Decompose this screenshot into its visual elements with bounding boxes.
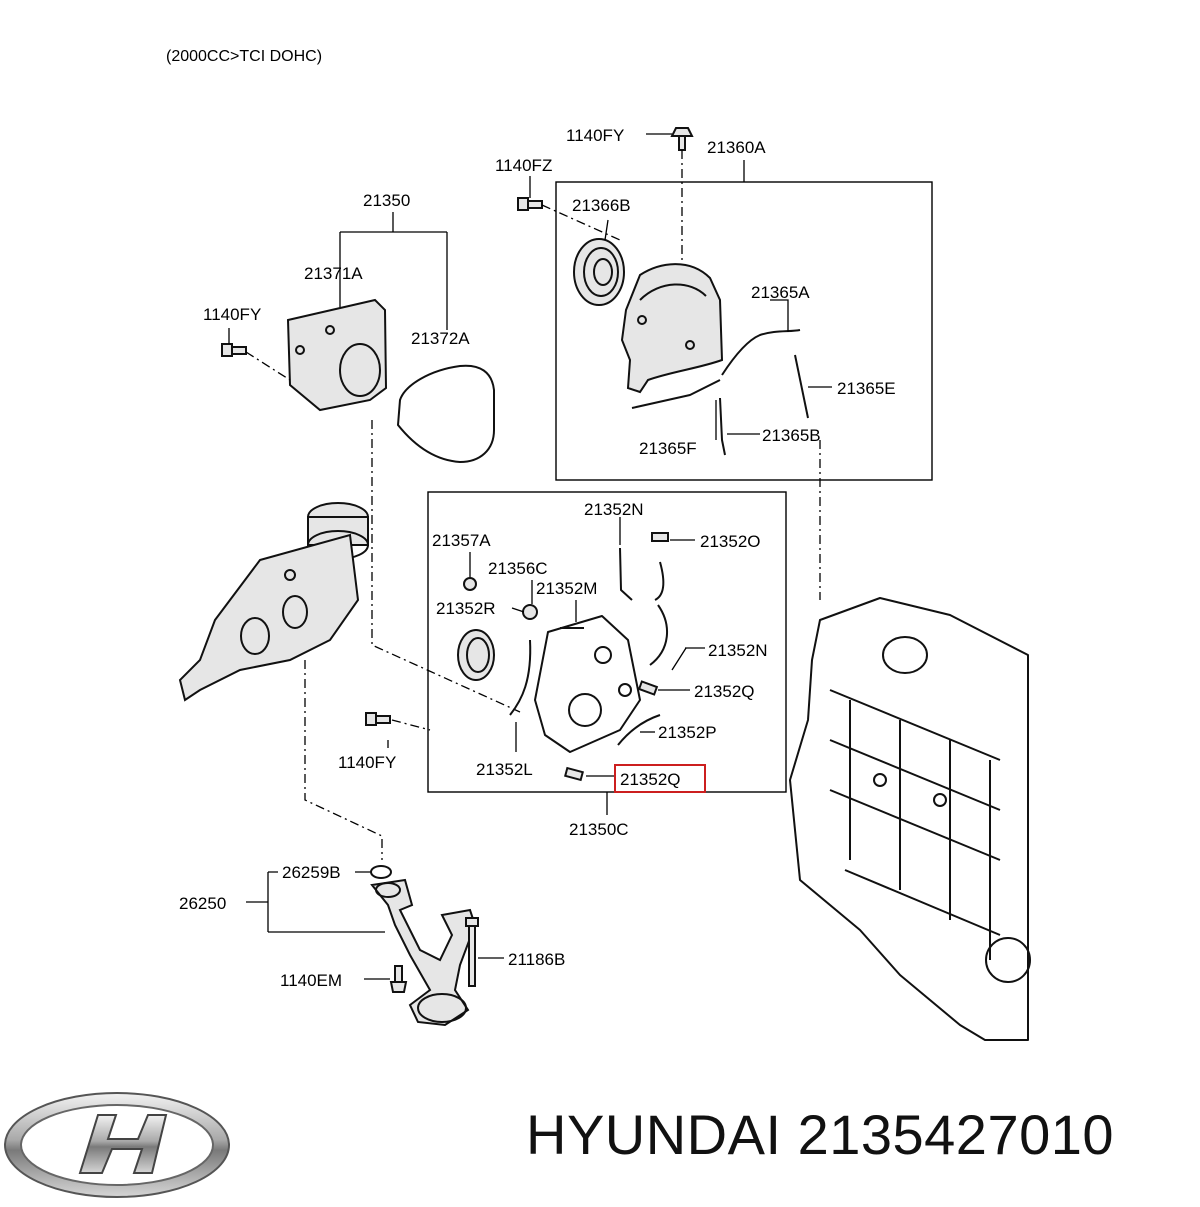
label-21186b: 21186B (508, 950, 565, 969)
bolt-1140fy-top (670, 127, 694, 151)
label-21365f: 21365F (639, 439, 697, 458)
label-21352l: 21352L (476, 760, 533, 779)
brand-caption: HYUNDAI 2135427010 (526, 1103, 1115, 1166)
label-21357a: 21357A (432, 531, 491, 550)
bolt-1140fy-bottom (365, 712, 391, 726)
oil-pickup-group: 26259B 26250 21186B 1140EM (179, 863, 565, 1027)
gasket-kit-group: 21350C 21352N 21352O 21357A 21356C 21352… (427, 491, 787, 839)
o-ring-26259b (370, 865, 392, 879)
gasket-21365f (631, 379, 721, 409)
gasket-21352n-mid (649, 604, 669, 666)
label-1140fy-bottom: 1140FY (338, 753, 396, 772)
gasket-21352q-bottom (564, 766, 584, 782)
gasket-21365e (794, 354, 809, 419)
label-21352r: 21352R (436, 599, 496, 618)
label-21352n-top: 21352N (584, 500, 644, 519)
label-21372a: 21372A (411, 329, 470, 348)
highlight-frame (614, 764, 706, 793)
engine-note: (2000CC>TCI DOHC) (166, 48, 322, 65)
label-21356c: 21356C (488, 559, 548, 578)
label-1140fy-top: 1140FY (566, 126, 624, 145)
gasket-21352o (651, 532, 669, 542)
bolt-1140fz (517, 197, 543, 211)
gasket-21365b (719, 397, 726, 456)
bushing-21356c (522, 604, 538, 620)
gasket-21352q-mid (637, 680, 659, 696)
oil-strainer-26250 (370, 878, 477, 1027)
gasket-21352p (617, 714, 661, 746)
bolt-1140fy-left (221, 343, 247, 357)
gasket-21352n-top (619, 547, 633, 601)
label-21352o: 21352O (700, 532, 761, 551)
label-21365a: 21365A (751, 283, 810, 302)
bolt-21186b (465, 917, 479, 987)
lower-cover-group: 21350 21371A 21372A 1140FY (203, 191, 521, 713)
engine-block (789, 597, 1031, 1041)
label-26250: 26250 (179, 894, 226, 913)
label-21366b: 21366B (572, 196, 631, 215)
hyundai-logo-icon (4, 1092, 230, 1198)
front-cover-gasket (534, 615, 641, 753)
bolt-1140em (389, 965, 408, 993)
timing-cover-21371a (286, 298, 388, 412)
label-21352p: 21352P (658, 723, 717, 742)
label-21352q-mid: 21352Q (694, 682, 755, 701)
gasket-21352n-curve (654, 561, 665, 601)
label-21352q-highlight: 21352Q (620, 770, 681, 789)
gasket-21372a (397, 364, 495, 463)
label-21352m: 21352M (536, 579, 597, 598)
oil-seal-21352r (457, 629, 495, 681)
brand-row: HYUNDAI 2135427010 (0, 1075, 1200, 1200)
label-21350: 21350 (363, 191, 410, 210)
gasket-21365a (721, 329, 801, 376)
label-1140fz: 1140FZ (495, 156, 552, 175)
gasket-21352l (509, 639, 532, 716)
label-21365e: 21365E (837, 379, 896, 398)
upper-timing-cover (620, 263, 724, 394)
water-pump-housing (178, 502, 369, 702)
oil-seal-21366b (573, 238, 625, 306)
washer-21357a (463, 577, 477, 591)
label-1140fy-left: 1140FY (203, 305, 261, 324)
label-21365b: 21365B (762, 426, 821, 445)
label-1140em: 1140EM (280, 971, 342, 990)
label-21360a: 21360A (707, 138, 766, 157)
label-21352n-mid: 21352N (708, 641, 768, 660)
upper-cover-group: 21360A 1140FY 1140FZ 21366B (495, 126, 933, 600)
label-21371a: 21371A (304, 264, 363, 283)
label-21350c: 21350C (569, 820, 629, 839)
label-26259b: 26259B (282, 863, 341, 882)
